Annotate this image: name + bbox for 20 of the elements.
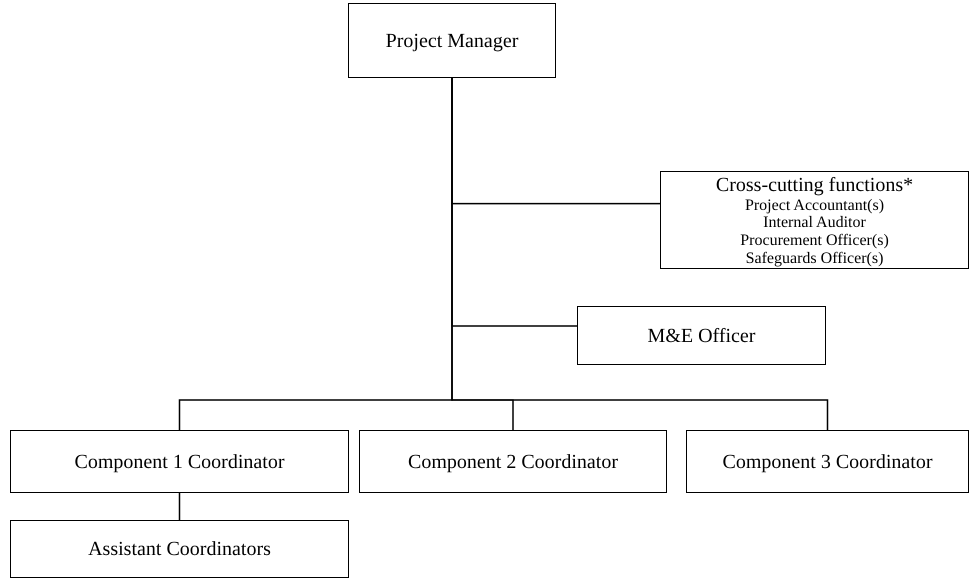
role-box (10, 430, 349, 493)
role-title: Cross-cutting functions* (716, 172, 914, 197)
role-box (348, 3, 556, 78)
role-item: Internal Auditor (763, 214, 866, 232)
role-box (359, 430, 667, 493)
connector-line (451, 78, 828, 430)
role-title: Assistant Coordinators (88, 537, 271, 561)
role-item: Safeguards Officer(s) (746, 250, 884, 268)
role-title: Component 3 Coordinator (722, 450, 932, 474)
connector-line (178, 493, 180, 520)
role-title: Project Manager (386, 28, 518, 52)
role-box (577, 306, 826, 365)
role-title: M&E Officer (648, 324, 756, 348)
role-box (660, 171, 969, 269)
role-item: Procurement Officer(s) (740, 232, 889, 250)
role-box (686, 430, 969, 493)
role-title: Component 1 Coordinator (74, 450, 284, 474)
role-item: Project Accountant(s) (744, 196, 884, 214)
role-title: Component 2 Coordinator (408, 450, 618, 474)
role-box (10, 520, 349, 578)
